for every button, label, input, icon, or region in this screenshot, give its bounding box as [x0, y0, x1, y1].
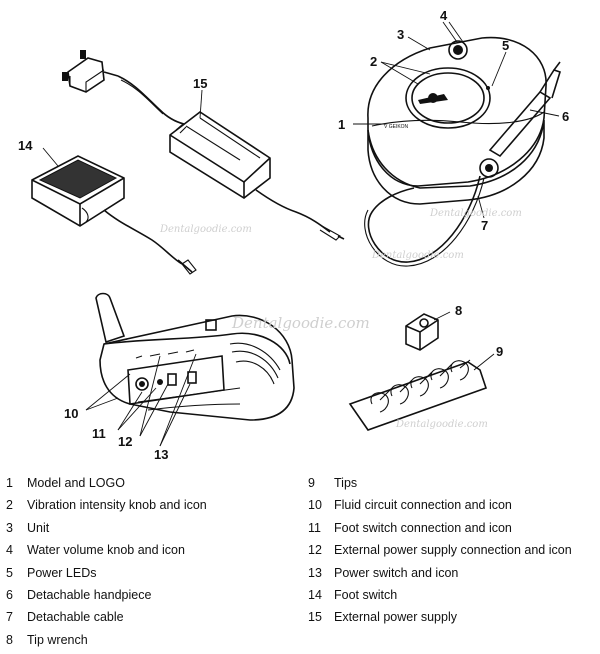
legend-item: 9 Tips [308, 472, 572, 494]
foot-switch-cable [103, 209, 183, 265]
svg-text:V GEIKON: V GEIKON [384, 124, 409, 130]
legend-number: 8 [6, 632, 13, 647]
callout-2: 2 [370, 54, 377, 69]
dc-cable [255, 189, 331, 233]
legend-item: 4 Water volume knob and icon [6, 539, 207, 561]
legend-number: 1 [6, 476, 13, 490]
callout-5: 5 [502, 38, 509, 53]
legend-number: 3 [6, 520, 13, 535]
legend-label: Detachable handpiece [27, 588, 152, 603]
main-unit: V GEIKON [367, 36, 547, 205]
legend-item: 13 Power switch and icon [308, 562, 572, 584]
legend-label: External power supply [334, 610, 457, 625]
legend-item: 11 Foot switch connection and icon [308, 517, 572, 539]
legend-number: 4 [6, 543, 13, 558]
legend-number: 15 [308, 610, 322, 625]
legend-item: 10 Fluid circuit connection and icon [308, 494, 572, 516]
watermark: Dentalgoodie.com [231, 314, 370, 332]
watermarks: Dentalgoodie.com Dentalgoodie.com Dental… [159, 208, 522, 430]
legend-number: 13 [308, 565, 322, 580]
legend-item: 1 Model and LOGO [6, 472, 207, 494]
legend-right-column: 9 Tips 10 Fluid circuit connection and ico… [308, 472, 572, 629]
callout-4: 4 [440, 8, 448, 23]
legend-label: External power supply connection and ico… [334, 543, 572, 558]
callout-8: 8 [455, 303, 462, 318]
legend-number: 2 [6, 498, 13, 513]
legend-label: Power switch and icon [334, 565, 459, 580]
callout-11: 11 [92, 426, 106, 441]
legend-label: Water volume knob and icon [27, 543, 185, 558]
unit-rear-view [95, 292, 295, 421]
legend-item: 6 Detachable handpiece [6, 584, 207, 606]
legend-label: Model and LOGO [27, 476, 125, 490]
leader-lines [42, 21, 560, 447]
watermark: Dentalgoodie.com [395, 419, 488, 430]
legend-number: 11 [308, 520, 321, 535]
legend-label: Tip wrench [27, 632, 88, 647]
legend-label: Power LEDs [27, 565, 97, 580]
detachable-cable [367, 175, 481, 263]
legend-item: 14 Foot switch [308, 584, 572, 606]
legend-label: Foot switch connection and icon [334, 520, 512, 535]
power-supply-brick [169, 111, 271, 199]
callout-14: 14 [18, 138, 33, 153]
legend-number: 5 [6, 565, 13, 580]
legend-label: Tips [334, 476, 358, 490]
legend-item: 3 Unit [6, 517, 207, 539]
callout-13: 13 [154, 447, 168, 462]
tips-card [348, 359, 488, 431]
device-diagram: V GEIKON [18, 8, 569, 462]
watermark: Dentalgoodie.com [159, 224, 252, 235]
power-plug [62, 50, 119, 93]
legend-label: Vibration intensity knob and icon [27, 498, 207, 513]
callout-6: 6 [562, 109, 569, 124]
handpiece [479, 61, 561, 178]
legend-number: 7 [6, 610, 13, 625]
callout-12: 12 [118, 434, 132, 449]
legend-item: 12 External power supply connection and i… [308, 539, 572, 561]
legend-item: 2 Vibration intensity knob and icon [6, 494, 207, 516]
tip-wrench [405, 313, 439, 351]
callout-10: 10 [64, 406, 78, 421]
callout-3: 3 [397, 27, 404, 42]
legend-item: 7 Detachable cable [6, 606, 207, 628]
legend-number: 6 [6, 588, 13, 603]
legend-label: Detachable cable [27, 610, 124, 625]
legend-item: 15 External power supply [308, 606, 572, 628]
callout-9: 9 [496, 344, 503, 359]
callout-15: 15 [193, 76, 207, 91]
legend-item: 8 Tip wrench [6, 629, 207, 651]
legend-number: 12 [308, 543, 322, 558]
watermark: Dentalgoodie.com [371, 250, 464, 261]
foot-switch [31, 155, 125, 227]
legend-number: 14 [308, 588, 322, 603]
legend-number: 10 [308, 498, 322, 513]
legend-label: Fluid circuit connection and icon [334, 498, 512, 513]
legend-label: Foot switch [334, 588, 398, 603]
callout-1: 1 [338, 117, 345, 132]
callout-labels: 1 2 3 4 5 6 7 8 9 10 11 12 13 14 15 [18, 8, 569, 462]
legend-item: 5 Power LEDs [6, 562, 207, 584]
legend-left-column: 1 Model and LOGO 2 Vibration intensity kno… [6, 472, 207, 651]
legend-label: Unit [27, 520, 50, 535]
callout-7: 7 [481, 218, 488, 233]
legend-number: 9 [308, 476, 315, 490]
watermark: Dentalgoodie.com [429, 208, 522, 219]
power-cable [117, 75, 185, 125]
